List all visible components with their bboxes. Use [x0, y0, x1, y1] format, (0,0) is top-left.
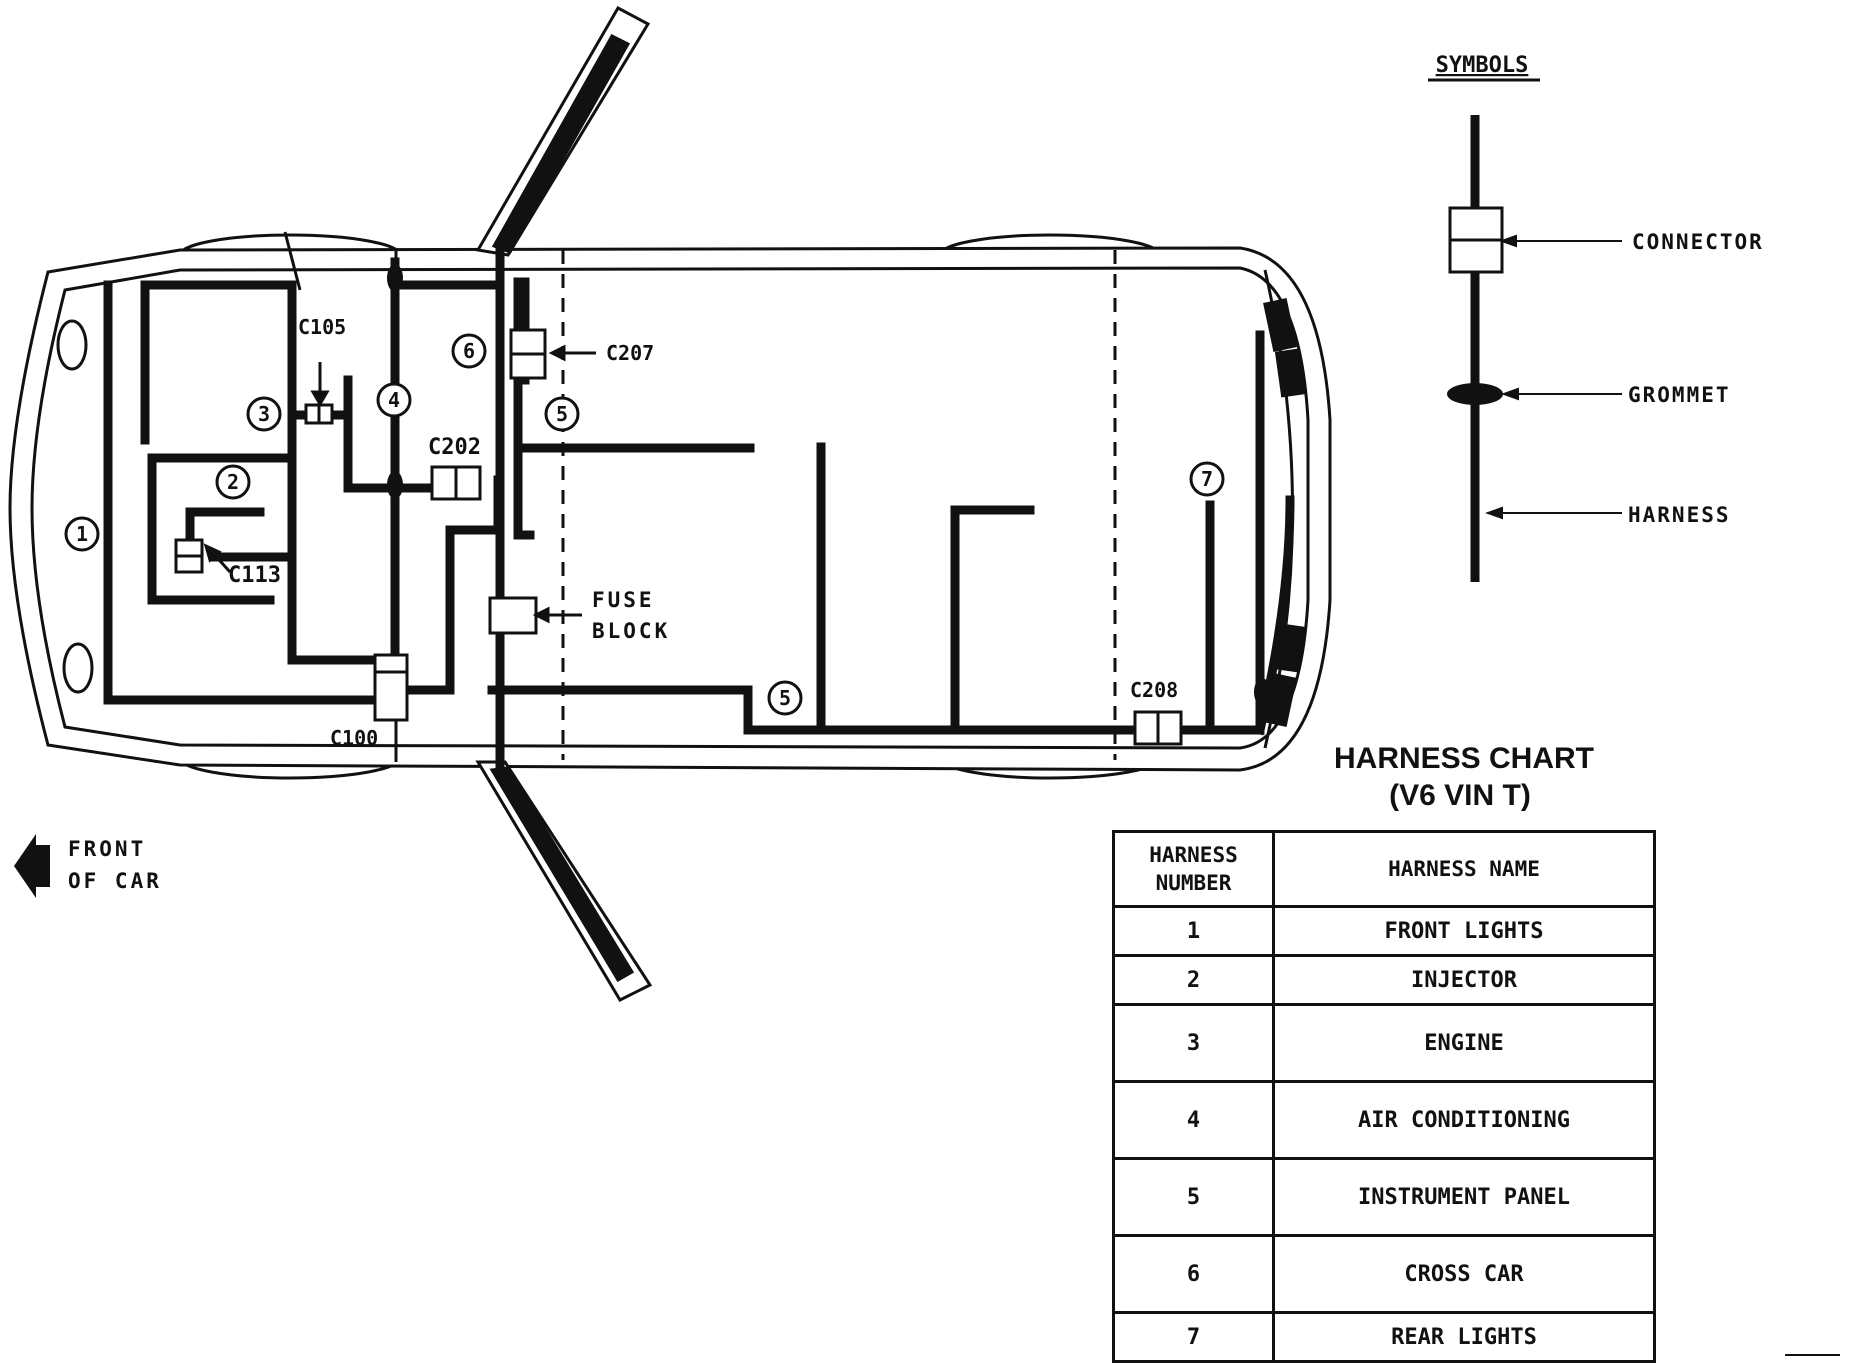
- harness-1: [103, 280, 375, 705]
- svg-text:5: 5: [779, 686, 791, 710]
- callout-4: 4: [376, 382, 412, 418]
- left-door-trim: [491, 34, 631, 254]
- harness-2: [147, 453, 297, 605]
- left-headlamp: [56, 319, 88, 371]
- label-c208: C208: [1130, 678, 1178, 702]
- right-door-trim: [489, 766, 635, 983]
- svg-text:6: 6: [463, 339, 475, 363]
- fuse-block-label-line2: BLOCK: [592, 619, 670, 643]
- connector-c100: [373, 653, 409, 722]
- label-c105: C105: [298, 315, 346, 339]
- label-c100: C100: [330, 726, 378, 750]
- front-label-line2: OF CAR: [68, 869, 162, 893]
- callout-5: 5: [544, 396, 580, 432]
- svg-text:2: 2: [227, 470, 239, 494]
- legend-grommet-label: GROMMET: [1628, 383, 1731, 407]
- fuse-block: [488, 596, 538, 635]
- svg-text:3: 3: [258, 402, 270, 426]
- front-of-car-indicator: FRONT OF CAR: [14, 834, 162, 898]
- rear-lamps: [1263, 298, 1306, 727]
- svg-text:7: 7: [1201, 467, 1213, 491]
- header-harness-name: HARNESS NAME: [1272, 830, 1656, 908]
- harness-chart-subtitle: (V6 VIN T): [1389, 779, 1531, 812]
- dashed-lines: [561, 250, 1117, 760]
- grommet-icon: [387, 471, 403, 499]
- symbols-legend: SYMBOLS CONNECTOR GROMMET HARNESS: [1428, 53, 1764, 582]
- connectors: [174, 328, 1183, 746]
- callout-6: 6: [451, 333, 487, 369]
- right-headlamp: [62, 642, 94, 694]
- body-inner-outline: [30, 266, 1310, 750]
- fuse-block-label-line1: FUSE: [592, 588, 655, 612]
- callouts: 1 2 3 4 6 5 5 7: [64, 333, 1225, 716]
- callout-2: 2: [215, 464, 251, 500]
- symbols-title: SYMBOLS: [1436, 53, 1529, 78]
- harness-chart-title: HARNESS CHART: [1334, 742, 1594, 775]
- doors: [475, 5, 653, 1002]
- front-label-line1: FRONT: [68, 837, 146, 861]
- label-c202: C202: [428, 435, 481, 460]
- connector-labels: C105 C113 C202 C207 C100 C208 FUSE BLOCK: [228, 315, 1178, 750]
- svg-text:4: 4: [388, 388, 400, 412]
- callout-3: 3: [246, 396, 282, 432]
- front-arrow-icon: [14, 834, 50, 898]
- svg-text:5: 5: [556, 402, 568, 426]
- label-c207: C207: [606, 341, 654, 365]
- grommet-icon: [1254, 678, 1270, 706]
- svg-text:1: 1: [76, 522, 88, 546]
- label-c113: C113: [228, 563, 281, 588]
- body-outline: [8, 246, 1332, 772]
- callout-5: 5: [767, 680, 803, 716]
- grommet-icon: [1447, 383, 1503, 405]
- car-arrows: [203, 344, 596, 624]
- grommets: [387, 264, 1270, 706]
- grommet-icon: [387, 264, 403, 292]
- callout-1: 1: [64, 516, 100, 552]
- legend-harness-label: HARNESS: [1628, 503, 1731, 527]
- legend-connector-label: CONNECTOR: [1632, 230, 1764, 254]
- callout-7: 7: [1189, 461, 1225, 497]
